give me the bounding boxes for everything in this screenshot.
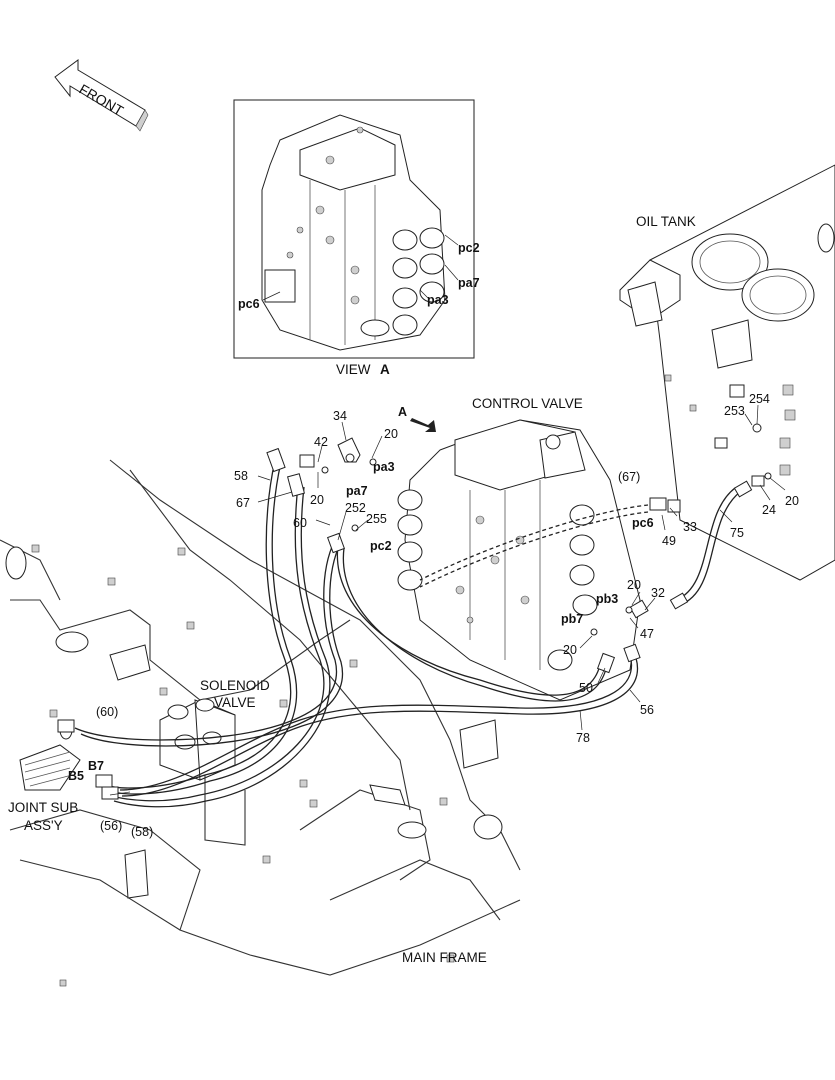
- part-number: 58: [234, 469, 248, 483]
- fittings: [57, 423, 772, 800]
- port-label-pc2: pc2: [370, 539, 392, 553]
- hose-67-rear: [419, 504, 649, 581]
- part-number: 34: [333, 409, 347, 423]
- view-a-spool-caps: [360, 227, 445, 337]
- part-number: 20: [563, 643, 577, 657]
- part-number: 32: [651, 586, 665, 600]
- part-number: 49: [662, 534, 676, 548]
- part-number: (56): [100, 819, 122, 833]
- port-label-pb3: pb3: [596, 592, 618, 606]
- part-number: 47: [640, 627, 654, 641]
- view-a-valve-drawing: [261, 114, 446, 351]
- part-number: 255: [366, 512, 387, 526]
- main-frame-label: MAIN FRAME: [402, 950, 487, 965]
- port-label-pa7: pa7: [346, 484, 368, 498]
- part-number: 20: [384, 427, 398, 441]
- view-a-arrow-letter: A: [398, 405, 407, 419]
- part-number: 33: [683, 520, 697, 534]
- hose-60: [74, 539, 338, 741]
- port-label-pb7: pb7: [561, 612, 583, 626]
- solenoid-valve: [159, 698, 246, 846]
- part-number: 20: [627, 578, 641, 592]
- part-number: 253: [724, 404, 745, 418]
- hose-58: [104, 459, 292, 789]
- elbow-34: [337, 437, 361, 463]
- part-number: 50: [579, 681, 593, 695]
- view-a-leaders: [262, 234, 459, 301]
- view-port-pa3: pa3: [427, 293, 449, 307]
- front-arrow: FRONT: [54, 59, 149, 132]
- control-valve: [397, 419, 641, 701]
- part-number: 75: [730, 526, 744, 540]
- part-number: (60): [96, 705, 118, 719]
- leader-lines: [109, 404, 786, 796]
- part-number: 24: [762, 503, 776, 517]
- part-number: 20: [785, 494, 799, 508]
- view-port-pc2: pc2: [458, 241, 480, 255]
- part-number: 20: [310, 493, 324, 507]
- hose-75: [679, 491, 741, 606]
- view-a-inset: pc2 pa7 pa3 pc6: [233, 99, 480, 359]
- part-number: (58): [131, 825, 153, 839]
- part-number: 60: [293, 516, 307, 530]
- solenoid-valve-label: SOLENOID VALVE: [200, 678, 274, 710]
- port-label-b7: B7: [88, 759, 104, 773]
- port-label-pa3: pa3: [373, 460, 395, 474]
- part-number: 254: [749, 392, 770, 406]
- hose-67: [107, 484, 325, 802]
- part-number: 42: [314, 435, 328, 449]
- hoses: [74, 459, 741, 808]
- port-label-b5: B5: [68, 769, 84, 783]
- part-number: 56: [640, 703, 654, 717]
- view-port-pc6: pc6: [238, 297, 260, 311]
- control-valve-label: CONTROL VALVE: [472, 396, 583, 411]
- view-port-pa7: pa7: [458, 276, 480, 290]
- view-a-direction-arrow: A: [398, 405, 436, 432]
- oil-tank-label: OIL TANK: [636, 214, 696, 229]
- part-number: 67: [236, 496, 250, 510]
- part-number: 78: [576, 731, 590, 745]
- joint-sub-assy-label: JOINT SUB ASS'Y: [8, 800, 82, 833]
- view-letter: A: [380, 362, 390, 377]
- control-valve-spools: [397, 489, 598, 671]
- part-number: 252: [345, 501, 366, 515]
- port-label-pc6: pc6: [632, 516, 654, 530]
- hose-56: [119, 654, 633, 791]
- main-frame: [0, 459, 521, 987]
- hose-78: [336, 544, 601, 696]
- view-title: VIEW: [336, 362, 371, 377]
- part-number: (67): [618, 470, 640, 484]
- oil-tank: [619, 164, 835, 581]
